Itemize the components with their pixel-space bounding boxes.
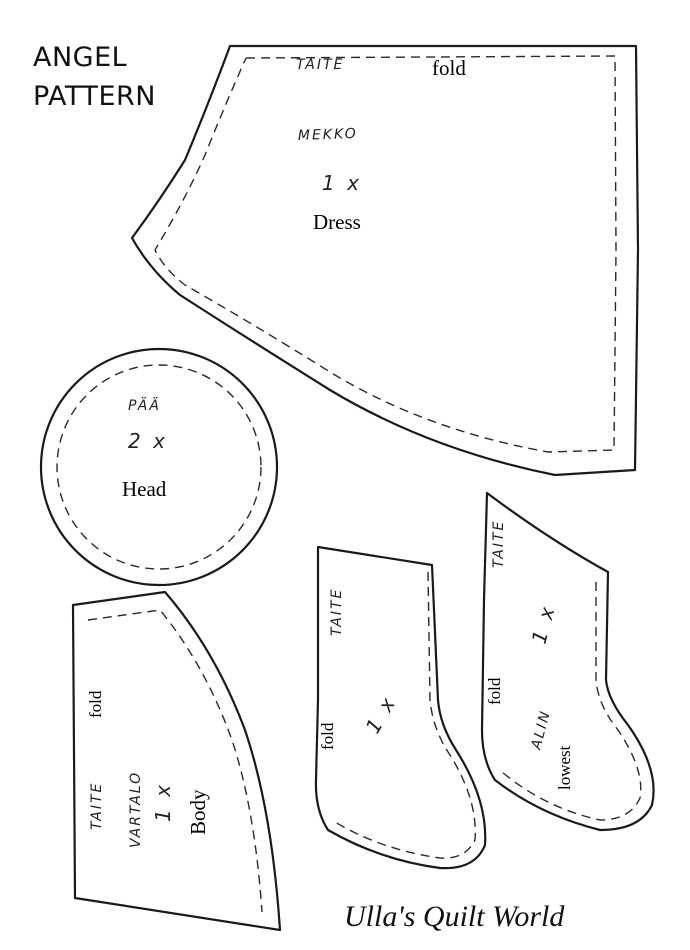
dress-piece: TAITE fold MEKKO 1 x Dress (130, 44, 640, 477)
dress-seam-line (154, 55, 617, 453)
head-outline (39, 347, 279, 587)
dress-name-handwritten: MEKKO (298, 126, 358, 144)
head-cut-count: 2 x (128, 429, 168, 453)
body-name-label: Body (186, 789, 210, 835)
lower-arm-piece: TAITE 1 x fold ALIN lowest (480, 491, 655, 832)
lower-arm-fold-label: fold (485, 677, 504, 705)
arm-fold-handwritten: TAITE (329, 588, 345, 636)
lower-arm-name-label: lowest (555, 745, 574, 790)
body-piece: fold TAITE VARTALO 1 x Body (71, 590, 282, 932)
lower-arm-fold-handwritten: TAITE (491, 520, 507, 568)
body-name-handwritten: VARTALO (128, 771, 144, 848)
lower-arm-outline (480, 491, 655, 832)
arm-fold-label: fold (318, 722, 337, 750)
dress-fold-handwritten: TAITE (296, 57, 344, 73)
pattern-title-line-1: ANGEL (33, 42, 128, 73)
dress-outline (130, 44, 640, 477)
dress-fold-label: fold (432, 56, 466, 80)
body-fold-label: fold (86, 690, 105, 718)
dress-cut-count: 1 x (322, 171, 362, 195)
brand-watermark: Ulla's Quilt World (344, 900, 565, 933)
pattern-title-line-2: PATTERN (33, 81, 156, 112)
arm-seam-line (334, 571, 476, 859)
body-fold-handwritten: TAITE (89, 782, 105, 830)
body-seam-line (87, 609, 263, 913)
arm-outline (314, 545, 487, 870)
lower-arm-seam-line (501, 582, 642, 821)
arm-piece: TAITE fold 1 x (314, 545, 487, 870)
head-name-label: Head (122, 477, 167, 501)
dress-name-label: Dress (313, 210, 361, 234)
body-outline (71, 590, 282, 932)
head-seam-line (56, 364, 262, 570)
head-piece: PÄÄ 2 x Head (39, 347, 279, 587)
head-name-handwritten: PÄÄ (128, 396, 161, 414)
body-cut-count: 1 x (151, 782, 175, 822)
